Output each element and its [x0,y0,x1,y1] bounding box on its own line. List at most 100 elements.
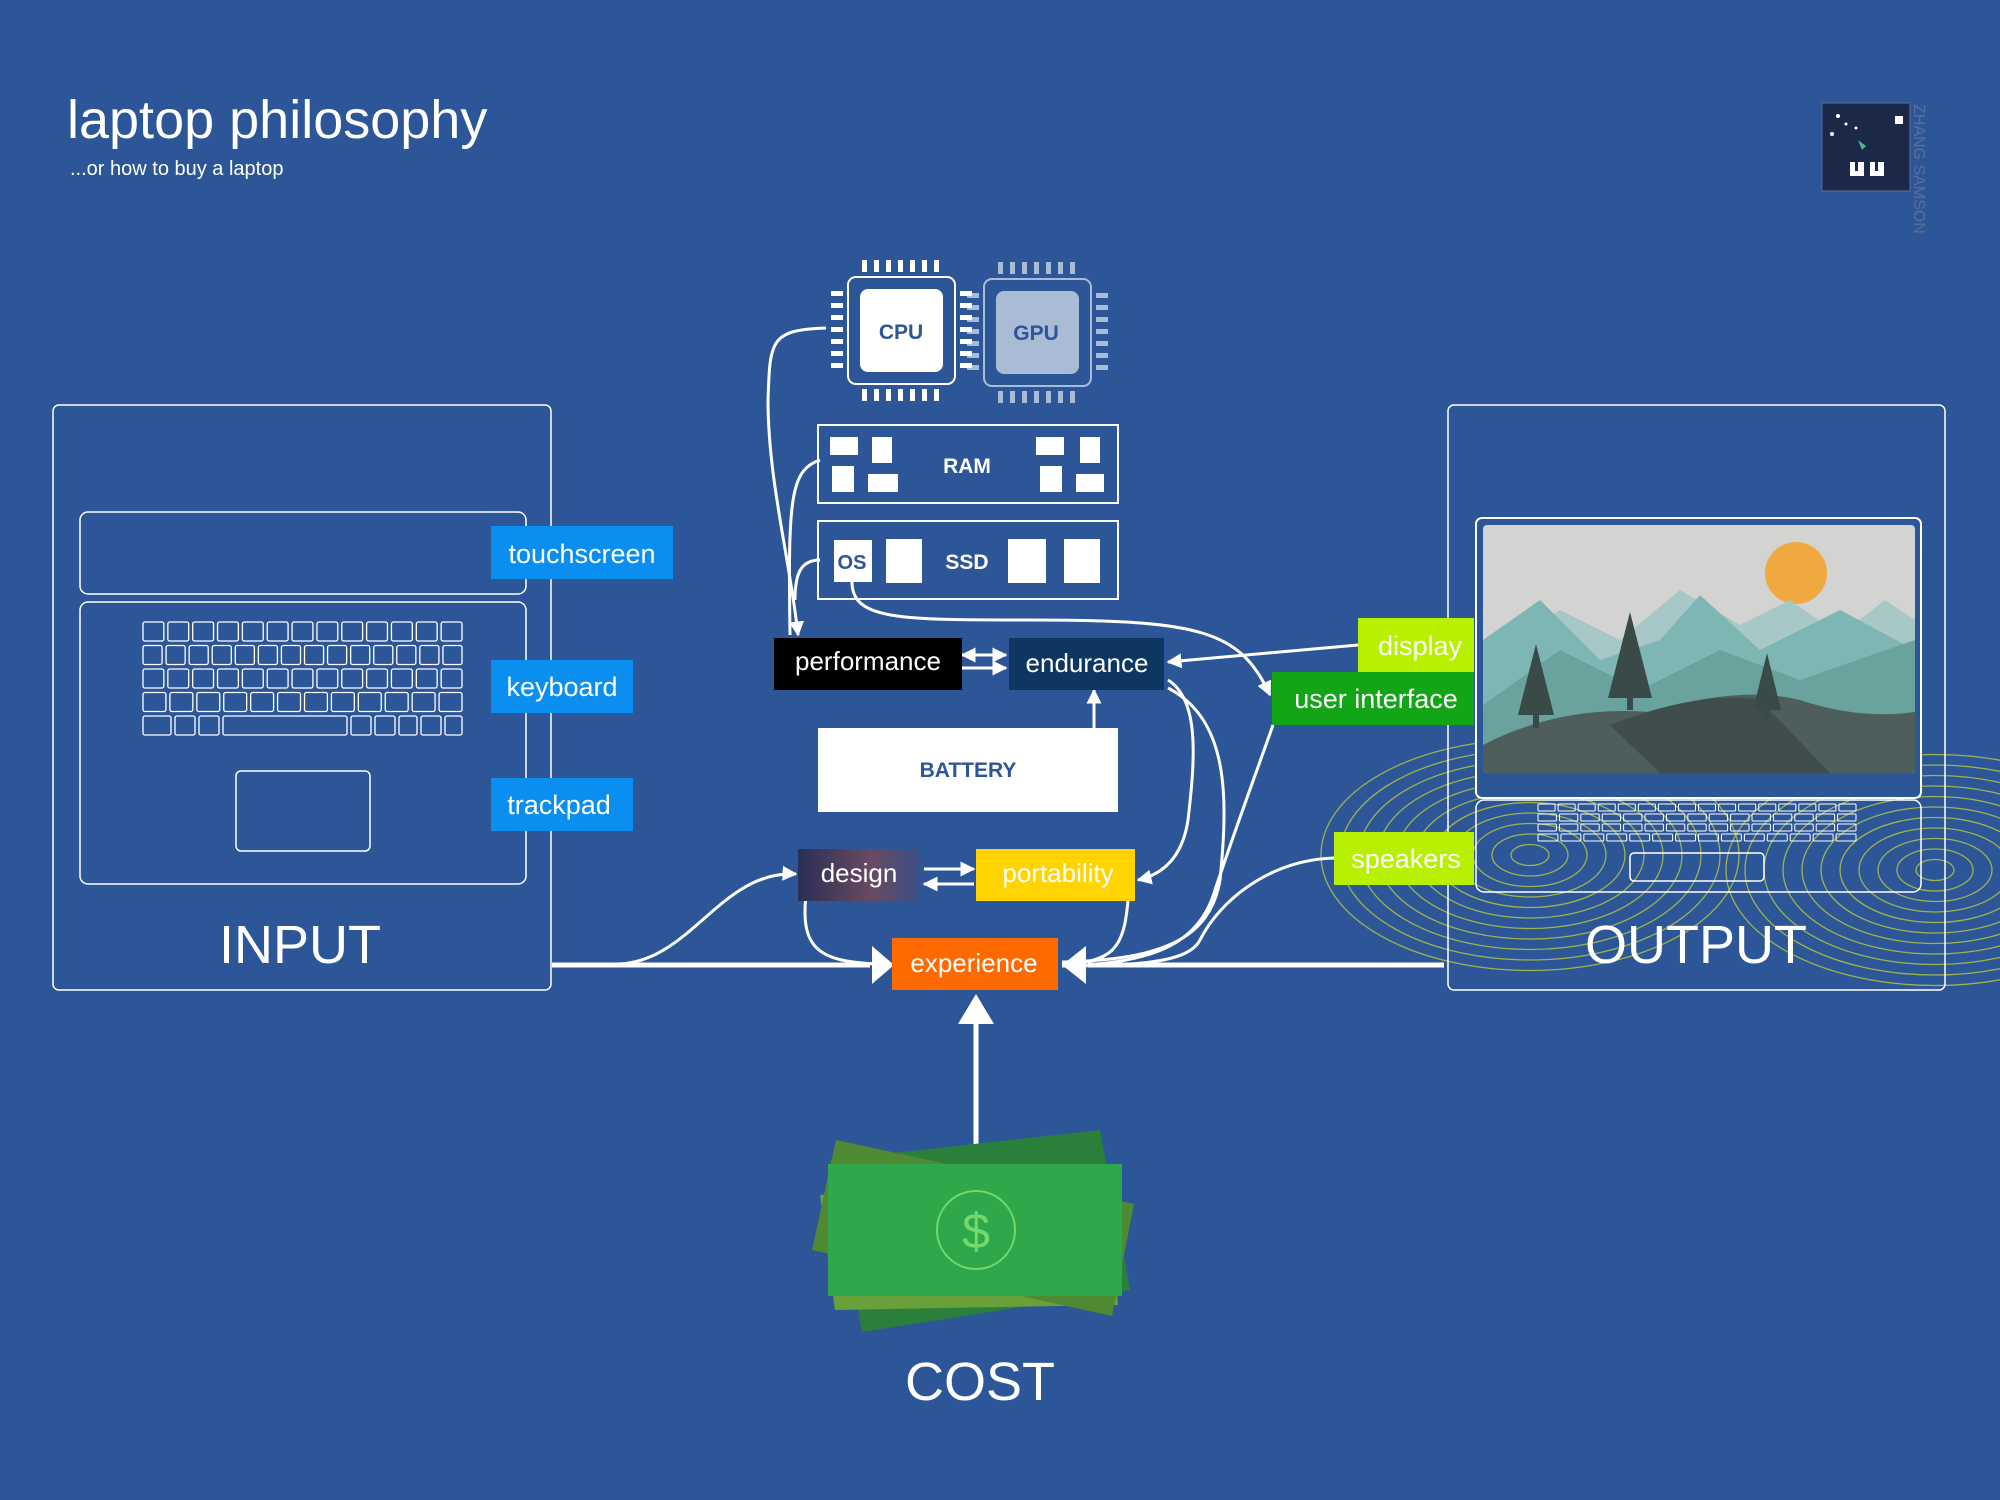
keyboard-key [222,715,348,736]
chip-pin [960,303,972,308]
keyboard-key [1601,813,1622,822]
keyboard-key [1837,823,1857,832]
sound-wave-ring [1725,753,2000,987]
keyboard-key [1665,823,1686,832]
keyboard-key [1698,833,1719,842]
keyboard-key [1637,803,1656,812]
portability-label: portability [1002,858,1113,888]
keyboard-key [1751,813,1771,822]
keyboard-key [1557,803,1576,812]
keyboard-key [1652,833,1674,842]
experience-label: experience [910,948,1037,978]
keyboard-key [415,621,438,642]
chip-pin [886,389,891,401]
trackpad-label: trackpad [507,790,611,820]
sound-wave-ring [1510,843,1550,867]
cost-title: COST [905,1352,1055,1412]
keyboard-key [192,668,215,689]
page-subtitle: ...or how to buy a laptop [70,158,283,180]
chip-pin [831,363,843,368]
keyboard-key [341,668,364,689]
keyboard-key [1743,833,1765,842]
keyboard-key [241,668,264,689]
display-tag: display [1358,618,1474,672]
keyboard-key [1606,833,1628,842]
keyboard-key [1577,803,1596,812]
keyboard-key [196,691,221,713]
keyboard-key [303,644,325,666]
keyboard-key [291,621,314,642]
keyboard-key [411,691,436,713]
display-label: display [1378,631,1463,661]
output-trackpad-illustration [1629,852,1765,882]
keyboard-key [142,715,172,736]
output-keyboard-illustration [1537,803,1857,842]
chip-pin [831,327,843,332]
keyboard-key [1778,803,1797,812]
chip-pin [1046,262,1051,274]
endurance-label: endurance [1026,648,1149,678]
keyboard-key [1818,803,1837,812]
chip-pin [874,260,879,272]
keyboard-key [165,644,186,666]
ram-module: RAM [817,424,1119,504]
sound-wave-ring [1877,837,1993,903]
keyboard-tag: keyboard [491,660,633,713]
chip-pin [998,391,1003,403]
chip-pin [934,260,939,272]
keyboard-key [142,644,163,666]
keyboard-key [211,644,232,666]
input-laptop-screen [79,511,527,595]
battery-label: BATTERY [920,759,1017,782]
keyboard-key [266,668,289,689]
chip-pin [922,389,927,401]
keyboard-key [174,715,196,736]
keyboard-key [1798,803,1817,812]
keyboard-key [1583,833,1605,842]
battery-block: BATTERY [818,728,1118,812]
experience-main-lines [552,946,1444,1160]
keyboard-key [1720,833,1742,842]
keyboard-key [142,691,167,713]
output-panel: OUTPUT [1447,404,1946,991]
keyboard-key [1766,833,1788,842]
keyboard-key [1677,803,1696,812]
keyboard-key [326,644,348,666]
ssd-label: SSD [945,551,988,574]
keyboard-key [1772,823,1793,832]
experience-node: experience [892,938,1058,990]
chip-pin [1022,391,1027,403]
keyboard-key [1558,823,1579,832]
chip-pin [1034,391,1039,403]
keyboard-key [1657,803,1676,812]
keyboard-key [330,691,355,713]
cpu-label: CPU [879,321,923,344]
chip-pin [1096,293,1108,298]
touchscreen-label: touchscreen [508,539,655,569]
sun-icon [1765,542,1827,604]
keyboard-key [276,691,302,713]
money-icon: $ [812,1130,1134,1332]
sound-wave-ring [1744,764,2000,976]
keyboard-key [390,621,413,642]
keyboard-key [349,644,371,666]
keyboard-key [241,621,264,642]
chip-pin [862,260,867,272]
keyboard-key [1623,813,1643,822]
page-title: laptop philosophy [67,90,487,150]
chip-pin [1010,262,1015,274]
chip-pin [831,351,843,356]
chip-pin [1096,305,1108,310]
performance-label: performance [795,646,941,676]
keyboard-key [1558,813,1579,822]
keyboard-key [1601,823,1622,832]
os-label: OS [838,552,867,574]
chip-pin [1096,365,1108,370]
chip-pin [862,389,867,401]
keyboard-key [316,621,339,642]
cpu-chip-icon: CPU [831,260,972,401]
chip-pin [998,262,1003,274]
sound-wave-ring [1839,816,2000,924]
os-block [834,540,872,582]
chip-pin [1058,391,1063,403]
